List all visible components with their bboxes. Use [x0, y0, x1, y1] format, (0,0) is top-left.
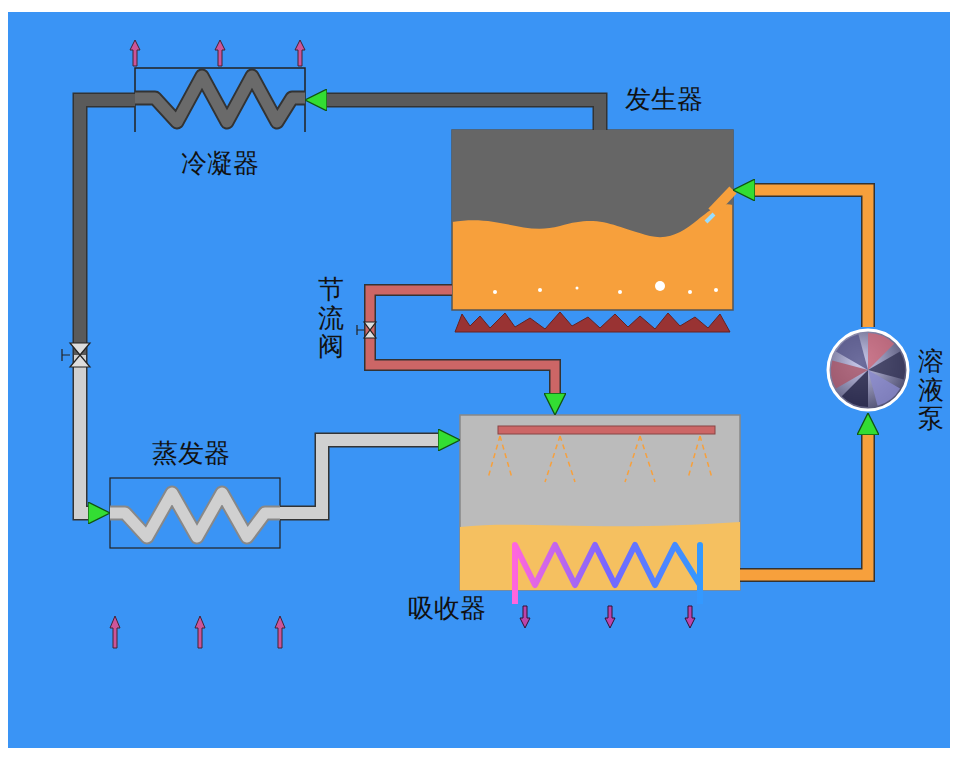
expansion-valve [62, 349, 70, 361]
background [8, 12, 950, 748]
heat-arrow [130, 40, 140, 66]
throttle-valve [357, 322, 376, 338]
flame [455, 312, 730, 332]
generator-box: 发生器 [452, 130, 733, 310]
throttle-valve [364, 330, 376, 338]
pipe [755, 190, 868, 327]
pipe-outline [755, 190, 868, 327]
absorber-drawing [560, 436, 575, 482]
pump-rotor [831, 333, 905, 407]
generator-drawing [493, 290, 497, 294]
expansion-valve [62, 343, 90, 367]
heat-arrow [215, 40, 225, 66]
generator-drawing [714, 288, 718, 292]
heat-arrow [130, 40, 305, 66]
pump-circle: 溶液泵 [825, 327, 911, 413]
pipe-outline [740, 435, 868, 575]
component-label: 溶液泵 [918, 347, 944, 433]
valve-label: 节流阀 [318, 275, 344, 361]
heat-arrow [605, 606, 615, 628]
absorber-drawing [515, 545, 700, 604]
pipe [327, 100, 600, 130]
pipe-outline [80, 100, 135, 513]
condenser-box: 冷凝器 [135, 68, 305, 132]
throttle-valve [357, 325, 364, 335]
absorber-drawing [700, 436, 712, 478]
pipe [80, 100, 135, 513]
pipe-connector [370, 290, 555, 393]
absorber-box: 吸收器 [460, 415, 740, 590]
absorber-drawing [640, 436, 655, 482]
absorber-drawing [545, 436, 560, 482]
pipe-connector [740, 435, 868, 575]
generator-drawing [706, 214, 714, 222]
component-label: 发生器 [625, 84, 703, 115]
pipe [370, 290, 555, 393]
generator-drawing [452, 130, 733, 310]
evaporator-drawing [110, 478, 280, 548]
pipe-connector [327, 100, 600, 130]
expansion-valve [70, 355, 90, 367]
generator-drawing [538, 288, 542, 292]
expansion-valve [70, 343, 90, 355]
evaporator-drawing [110, 493, 280, 537]
absorber-drawing [688, 436, 700, 478]
condenser-drawing [135, 68, 305, 132]
rotor-blade [836, 334, 868, 370]
pipe-outline [370, 290, 555, 393]
generator-drawing [712, 190, 733, 212]
condenser-drawing [135, 68, 305, 132]
absorber-drawing [500, 436, 512, 478]
heat-arrow [685, 606, 695, 628]
generator-drawing [576, 287, 579, 290]
heat-arrow [520, 606, 695, 628]
pipe [280, 440, 438, 513]
component-label: 蒸发器 [152, 438, 230, 469]
pipe [740, 435, 868, 575]
heat-arrow [275, 616, 285, 648]
absorber-drawing [498, 426, 715, 434]
heat-arrow [520, 606, 530, 628]
generator-drawing [452, 130, 733, 237]
evaporator-box: 蒸发器 [110, 478, 280, 548]
pipe-outline [280, 440, 438, 513]
absorber-drawing [488, 436, 500, 478]
pipe-outline [327, 100, 600, 130]
absorber-drawing [625, 436, 640, 482]
condenser-drawing [135, 76, 305, 122]
pump-body [828, 330, 908, 410]
pump-shape [825, 327, 911, 413]
condenser-drawing [135, 76, 305, 122]
pipe-connector [80, 100, 135, 513]
evaporator-drawing [110, 493, 280, 537]
absorber-drawing [488, 436, 712, 482]
absorber-drawing [460, 415, 740, 604]
heat-arrow [295, 40, 305, 66]
component-label: 冷凝器 [181, 148, 259, 179]
heat-arrow [110, 616, 120, 648]
rotor-blade [868, 370, 900, 406]
generator-drawing [618, 290, 622, 294]
heat-arrow [195, 616, 205, 648]
throttle-valve [364, 322, 376, 330]
pipe-connector [755, 190, 868, 327]
heat-arrow [110, 616, 285, 648]
evaporator-drawing [110, 478, 280, 548]
generator-drawing [688, 290, 692, 294]
generator-drawing [452, 130, 733, 310]
generator-drawing [655, 281, 665, 291]
component-label: 吸收器 [408, 593, 486, 624]
pipe-connector [280, 440, 438, 513]
